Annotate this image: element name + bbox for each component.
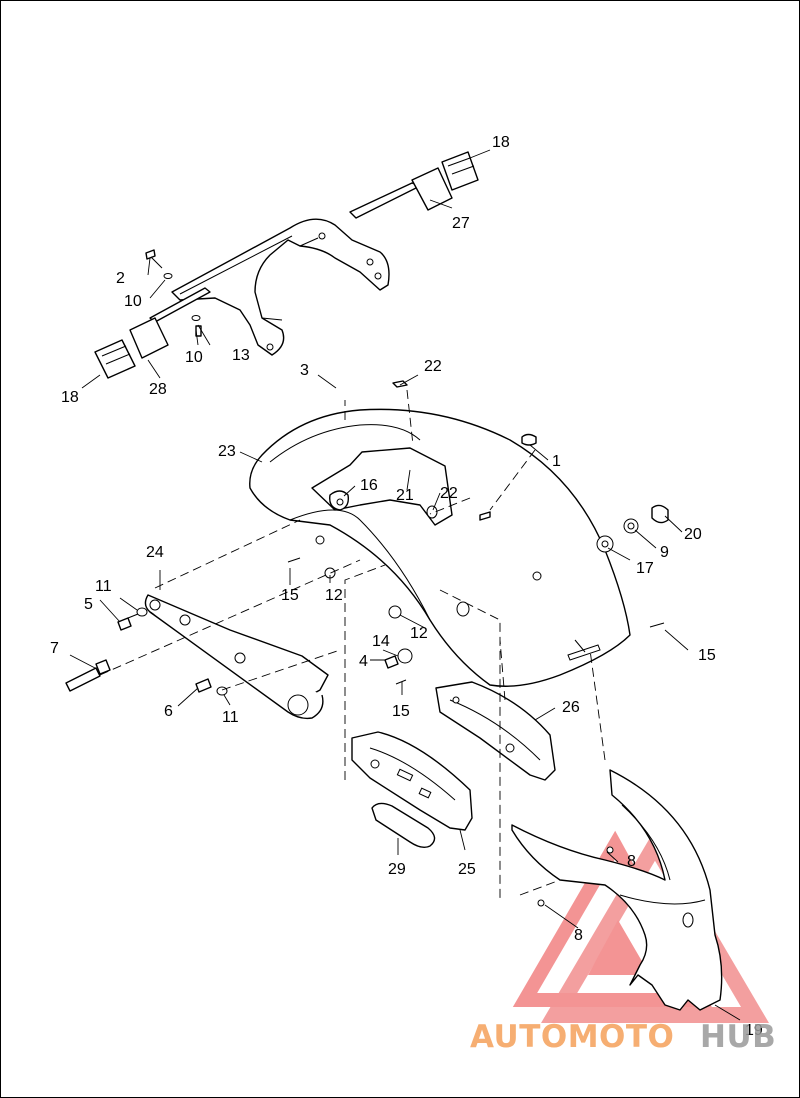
watermark-text-hub: HUB	[700, 1019, 776, 1055]
callout-12-right: 12	[410, 625, 428, 642]
callout-20: 20	[684, 526, 702, 543]
callout-3: 3	[300, 362, 309, 379]
rear-fender	[249, 380, 631, 687]
callout-22-top: 22	[424, 358, 442, 375]
callout-11-lower: 11	[222, 709, 239, 726]
leader-lines	[69, 149, 741, 1021]
license-bracket-assembly	[351, 681, 556, 849]
callout-7: 7	[50, 640, 59, 657]
callout-9: 9	[660, 544, 669, 561]
callout-15-left: 15	[281, 587, 299, 604]
callout-4: 4	[359, 653, 368, 670]
callout-1: 1	[552, 453, 561, 470]
callout-25: 25	[458, 861, 476, 878]
callout-22-mid: 22	[440, 485, 458, 502]
callout-2: 2	[116, 270, 125, 287]
callout-5: 5	[84, 596, 93, 613]
callout-11-upper: 11	[95, 578, 112, 595]
side-rail-bracket	[144, 594, 329, 720]
callout-6: 6	[164, 703, 173, 720]
callout-10-upper: 10	[124, 293, 142, 310]
callout-16: 16	[360, 477, 378, 494]
callout-26: 26	[562, 699, 580, 716]
watermark-text-automoto: AUTOMOTO	[470, 1019, 674, 1055]
callout-labels: 18 27 2 10 13 10 18 28 3 22 23 16 21 22 …	[50, 134, 763, 1039]
callout-15-mid: 15	[392, 703, 410, 720]
callout-27: 27	[452, 215, 470, 232]
callout-28: 28	[149, 381, 167, 398]
rear-bracket-assembly	[94, 151, 479, 379]
callout-21: 21	[396, 487, 414, 504]
fasteners-right	[596, 504, 669, 553]
callout-13: 13	[232, 347, 250, 364]
callout-18-left: 18	[61, 389, 79, 406]
callout-8-upper: 8	[627, 853, 636, 870]
fender-extension	[511, 769, 723, 1011]
callout-10-lower: 10	[185, 349, 203, 366]
callout-17: 17	[636, 560, 654, 577]
callout-18-top: 18	[492, 134, 510, 151]
assembly-lines	[99, 389, 606, 900]
callout-12-left: 12	[325, 587, 343, 604]
callout-15-right: 15	[698, 647, 716, 664]
callout-14: 14	[372, 633, 390, 650]
callout-29: 29	[388, 861, 406, 878]
callout-23: 23	[218, 443, 236, 460]
callout-8-lower: 8	[574, 927, 583, 944]
callout-19: 19	[745, 1022, 763, 1039]
watermark-text: AUTOMOTO HUB	[470, 1019, 776, 1055]
callout-24: 24	[146, 544, 164, 561]
